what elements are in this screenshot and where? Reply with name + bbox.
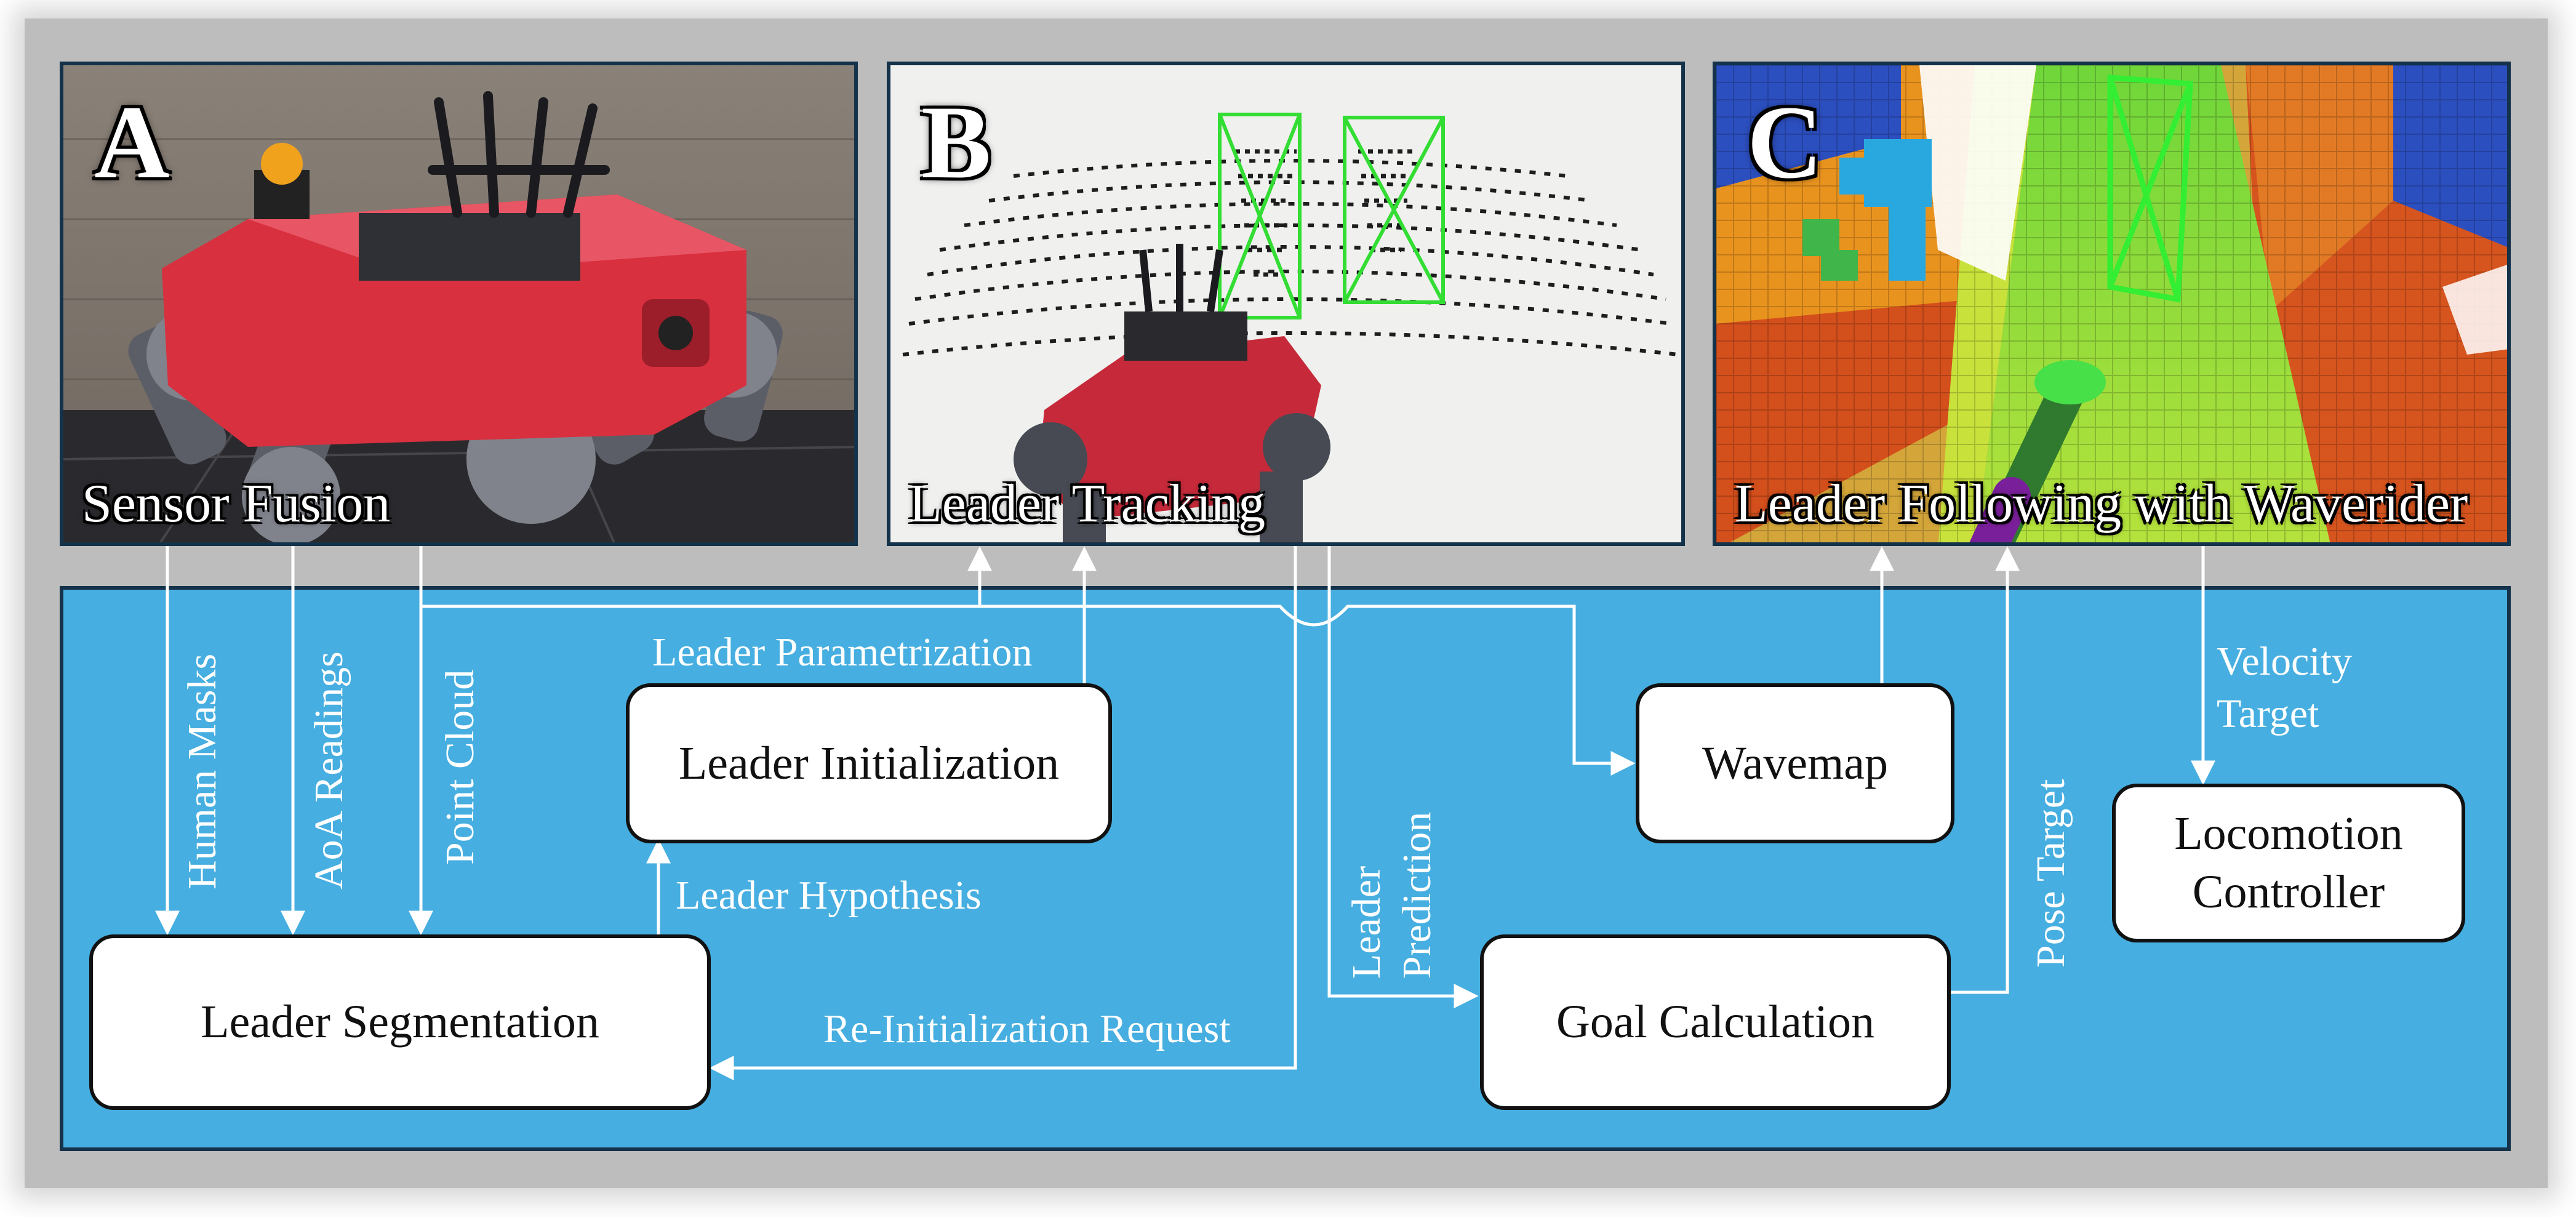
node-label-line: Controller <box>2192 866 2385 918</box>
label-human-masks: Human Masks <box>180 653 225 890</box>
robot-photo-illustration <box>63 65 854 542</box>
node-label: Goal Calculation <box>1556 996 1875 1048</box>
point-cloud-illustration <box>890 65 1681 542</box>
panel-caption-leader-following: Leader Following with Waverider <box>1735 474 2468 534</box>
label-pose-target: Pose Target <box>2028 779 2073 968</box>
node-leader-initialization: Leader Initialization <box>626 683 1112 843</box>
voxel-map-illustration <box>1716 65 2507 542</box>
label-velocity-target-1: Velocity <box>2217 639 2352 684</box>
node-label-line: Locomotion <box>2174 808 2403 859</box>
label-velocity-target-2: Target <box>2217 691 2319 736</box>
label-leader-hypothesis: Leader Hypothesis <box>676 873 982 918</box>
node-label: Leader Initialization <box>678 737 1060 789</box>
node-goal-calculation: Goal Calculation <box>1480 934 1951 1110</box>
label-aoa-readings: AoA Readings <box>306 651 351 890</box>
panel-letter-c: C <box>1747 84 1823 200</box>
panel-leader-tracking: B Leader Tracking <box>887 62 1685 546</box>
node-leader-segmentation: Leader Segmentation <box>89 934 711 1110</box>
node-wavemap: Wavemap <box>1636 683 1954 843</box>
panel-caption-leader-tracking: Leader Tracking <box>909 474 1266 534</box>
panel-letter-a: A <box>94 84 170 200</box>
node-label: Wavemap <box>1702 737 1888 789</box>
panel-sensor-fusion: A Sensor Fusion <box>60 62 858 546</box>
label-leader-prediction-2: Prediction <box>1394 811 1439 979</box>
label-point-cloud: Point Cloud <box>438 669 482 865</box>
node-label: Leader Segmentation <box>201 996 599 1048</box>
panel-leader-following: C Leader Following with Waverider <box>1713 62 2511 546</box>
panel-letter-b: B <box>921 84 991 200</box>
label-leader-prediction-1: Leader <box>1344 866 1389 979</box>
label-reinitialization-request: Re-Initialization Request <box>823 1006 1231 1051</box>
label-leader-parametrization: Leader Parametrization <box>652 630 1033 675</box>
panel-caption-sensor-fusion: Sensor Fusion <box>82 474 391 534</box>
node-locomotion-controller: Locomotion Controller <box>2112 784 2465 942</box>
